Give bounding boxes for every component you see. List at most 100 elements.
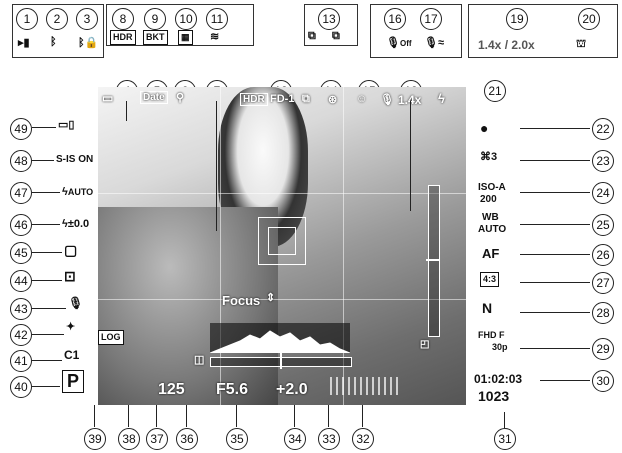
aspect-ratio: 4:3 — [480, 272, 499, 287]
callout-30: 30 — [592, 370, 614, 392]
callout-41: 41 — [10, 350, 32, 372]
callout-2: 2 — [46, 8, 68, 30]
log-badge: LOG — [98, 330, 124, 345]
callout-27: 27 — [592, 272, 614, 294]
callout-8: 8 — [112, 8, 134, 30]
callout-19: 19 — [506, 8, 528, 30]
shots-remaining: 1023 — [478, 388, 509, 404]
rec-dot-icon: ● — [480, 120, 488, 136]
callout-34: 34 — [284, 428, 306, 450]
callout-49: 49 — [10, 118, 32, 140]
stabilizer-icon-a: ⧉ — [308, 30, 316, 43]
callout-31: 31 — [494, 428, 516, 450]
callout-46: 46 — [10, 214, 32, 236]
zoom-ratio: 1.4x / 2.0x — [478, 38, 535, 52]
callout-42: 42 — [10, 324, 32, 346]
callout-3: 3 — [76, 8, 98, 30]
flash-icon: ϟ — [438, 91, 445, 106]
iso-value: 200 — [480, 194, 497, 205]
callout-35: 35 — [226, 428, 248, 450]
callout-21: 21 — [484, 80, 506, 102]
callout-11: 11 — [206, 8, 228, 30]
callout-48: 48 — [10, 150, 32, 172]
aperture-value: F5.6 — [216, 381, 248, 399]
callout-16: 16 — [384, 8, 406, 30]
hdr-icon: HDR — [110, 30, 136, 45]
drive-mode: ⌘3 — [480, 150, 497, 163]
battery-edge-icon: ▭▯ — [58, 118, 74, 131]
iso-label: ISO-A — [478, 182, 506, 193]
mic-wind-icon: 🎙≈ — [424, 36, 444, 49]
callout-10: 10 — [175, 8, 197, 30]
top-group-16-17 — [370, 4, 462, 58]
is-mode: S-IS ON — [56, 154, 93, 165]
stabilizer-osd-icon: ⧉ — [302, 93, 310, 106]
callout-33: 33 — [318, 428, 340, 450]
mic-left-icon: 🎙 — [68, 296, 83, 310]
callout-17: 17 — [420, 8, 442, 30]
exposure-value: +2.0 — [276, 381, 308, 399]
camera-shake-icon: ◫ — [194, 353, 204, 366]
callout-32: 32 — [352, 428, 374, 450]
callout-37: 37 — [146, 428, 168, 450]
wb-label: WB — [482, 212, 499, 223]
callout-38: 38 — [118, 428, 140, 450]
shooting-mode: P — [62, 370, 84, 393]
video-fps: 30p — [492, 342, 508, 352]
level-gauge — [428, 185, 440, 337]
callout-22: 22 — [592, 118, 614, 140]
record-time: 01:02:03 — [474, 372, 522, 386]
multi-exposure-icon: ▦ — [178, 30, 193, 45]
metering-icon: ⊡ — [64, 268, 76, 285]
af-mode: AF — [482, 246, 499, 261]
bluetooth-lock-icon: ᛒ🔒 — [78, 36, 98, 49]
mic-osd-icon: 🎙 — [380, 93, 394, 106]
mic-off-icon: 🎙Off — [386, 36, 412, 49]
callout-26: 26 — [592, 244, 614, 266]
layers-icon: ≋ — [210, 30, 219, 43]
callout-29: 29 — [592, 338, 614, 360]
custom-mode: C1 — [64, 348, 79, 362]
callout-13: 13 — [318, 8, 340, 30]
flash-comp: ϟ±0.0 — [62, 218, 89, 230]
bkt-icon: BKT — [143, 30, 168, 45]
face-icon: ☺ — [356, 93, 367, 105]
level-gauge-mark — [426, 259, 440, 261]
focus-arrows-icon: ⇕ — [266, 291, 275, 304]
callout-36: 36 — [176, 428, 198, 450]
image-quality: N — [482, 300, 492, 316]
callout-9: 9 — [144, 8, 166, 30]
level-icon: ◰ — [420, 339, 429, 350]
callout-43: 43 — [10, 298, 32, 320]
callout-40: 40 — [10, 376, 32, 398]
exposure-marker — [280, 353, 282, 369]
callout-39: 39 — [84, 428, 106, 450]
metering-box-icon: ▢ — [64, 242, 77, 259]
face-detect-label: FD-1 — [270, 93, 294, 105]
flash-mode: ϟAUTO — [62, 186, 93, 198]
shutter-value: 125 — [158, 381, 185, 399]
callout-24: 24 — [592, 182, 614, 204]
callout-25: 25 — [592, 214, 614, 236]
silent-icon: ⊛ — [328, 93, 337, 106]
date-badge: Date — [140, 91, 168, 104]
callout-28: 28 — [592, 302, 614, 324]
focus-label: Focus — [222, 293, 260, 308]
callout-20: 20 — [578, 8, 600, 30]
callout-44: 44 — [10, 270, 32, 292]
hdr-osd: HDR — [240, 93, 268, 106]
card-write-icon: ▸▮ — [18, 36, 30, 49]
bluetooth-icon: ᛒ — [50, 36, 57, 48]
location-icon: ⚲ — [176, 91, 184, 104]
callout-47: 47 — [10, 182, 32, 204]
callout-45: 45 — [10, 242, 32, 264]
callout-23: 23 — [592, 150, 614, 172]
mini-meter — [330, 377, 400, 395]
battery-icon: ▭ — [102, 91, 113, 105]
callout-1: 1 — [16, 8, 38, 30]
teleconverter-icon: ⛫ — [576, 38, 586, 52]
stabilizer-icon-b: ⧉ — [332, 30, 340, 43]
histogram — [210, 323, 350, 353]
wb-value: AUTO — [478, 224, 506, 235]
video-quality: FHD F — [478, 330, 505, 340]
